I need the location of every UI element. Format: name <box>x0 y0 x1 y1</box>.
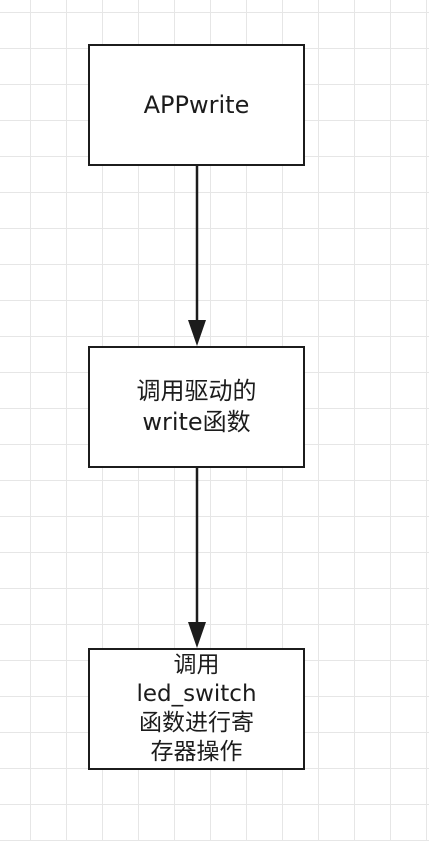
node-appwrite[interactable]: APPwrite <box>88 44 305 166</box>
node-call-driver-write[interactable]: 调用驱动的 write函数 <box>88 346 305 468</box>
edge-app-to-driver <box>188 166 206 346</box>
node-call-led-switch[interactable]: 调用 led_switch 函数进行寄 存器操作 <box>88 648 305 770</box>
arrowhead-icon <box>188 320 206 346</box>
node-label-appwrite: APPwrite <box>143 90 250 119</box>
edge-driver-to-switch <box>188 468 206 648</box>
arrowhead-icon <box>188 622 206 648</box>
node-label-call-driver-write: 调用驱动的 write函数 <box>136 377 257 436</box>
node-label-call-led-switch: 调用 led_switch 函数进行寄 存器操作 <box>136 652 257 765</box>
